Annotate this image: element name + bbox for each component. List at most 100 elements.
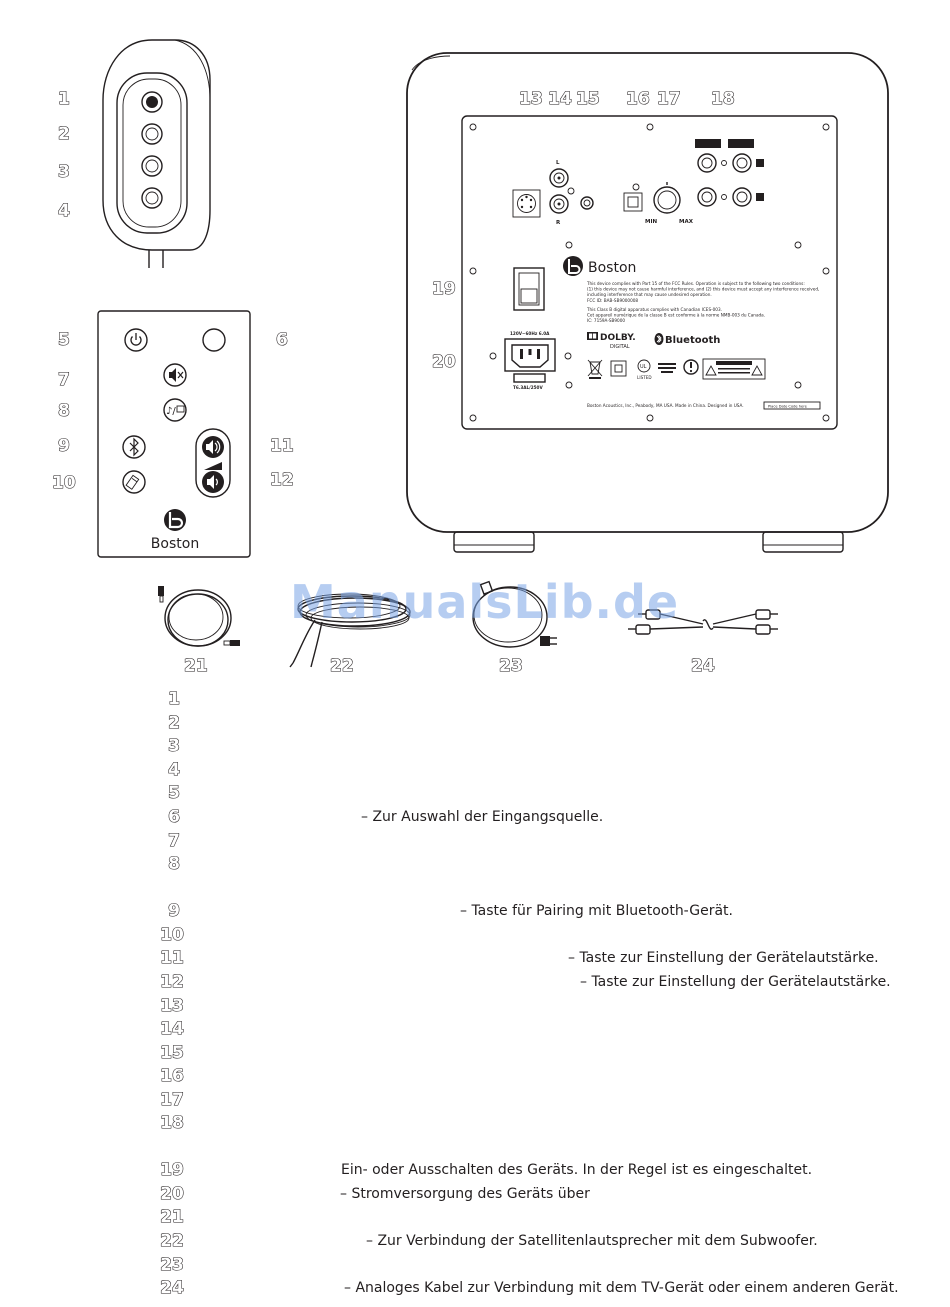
legend-description: – Stromversorgung des Geräts über — [340, 1186, 590, 1202]
callout-22: 22 — [330, 656, 354, 676]
dolby-digital-label: DIGITAL — [610, 344, 630, 350]
remote-brand: Boston — [151, 536, 199, 552]
subwoofer-rear: L R MIN MAX — [406, 52, 889, 553]
serial-label: Place Date Code here — [768, 405, 808, 409]
legend-number: 12 — [160, 971, 185, 992]
fcc-line: including interference that may cause un… — [587, 292, 712, 297]
bluetooth-icon — [129, 437, 139, 457]
svg-text:UL: UL — [640, 364, 647, 370]
mute-icon — [169, 368, 184, 382]
legend-number: 8 — [168, 853, 181, 874]
rca-cable — [628, 609, 778, 635]
callout-17: 17 — [657, 89, 681, 109]
legend-description: – Zur Auswahl der Eingangsquelle. — [361, 809, 604, 825]
callout-8: 8 — [58, 401, 70, 421]
callout-16: 16 — [626, 89, 650, 109]
input-r-label: R — [556, 220, 561, 226]
legend-number: 11 — [160, 947, 185, 968]
legend-number: 1 — [168, 688, 181, 709]
remote-learn-icon — [125, 474, 140, 490]
music-tv-mode-icon: ♪/ — [166, 405, 185, 417]
legend-number: 17 — [160, 1089, 185, 1110]
legend-number: 18 — [160, 1112, 185, 1133]
callout-11: 11 — [270, 436, 294, 456]
volume-up-icon — [206, 440, 221, 454]
double-insulation-icon — [610, 360, 627, 377]
legend-description: – Zur Verbindung der Satellitenlautsprec… — [366, 1233, 818, 1249]
legend-number: 9 — [168, 900, 181, 921]
weee-bin-icon — [587, 359, 603, 379]
ul-listed-icon: UL LISTED — [637, 359, 652, 380]
legend-description: – Analoges Kabel zur Verbindung mit dem … — [344, 1280, 899, 1296]
callout-10: 10 — [52, 473, 76, 493]
knob-min-label: MIN — [645, 219, 658, 225]
legend-number: 21 — [160, 1206, 185, 1227]
speaker-wire — [289, 593, 411, 668]
legend-description: Ein- oder Ausschalten des Geräts. In der… — [341, 1162, 813, 1178]
fcc-compliance-text: This device complies with Part 15 of the… — [586, 281, 819, 303]
callout-21: 21 — [184, 656, 208, 676]
legend-number: 23 — [160, 1254, 185, 1275]
callout-19: 19 — [432, 279, 456, 299]
callout-7: 7 — [58, 370, 70, 390]
callout-13: 13 — [519, 89, 543, 109]
legend-number: 10 — [160, 924, 185, 945]
legend-number: 13 — [160, 995, 185, 1016]
fcc-line: FCC ID: BAB-SB9000008 — [587, 298, 638, 303]
legend-number: 7 — [168, 830, 181, 851]
volume-ramp-icon — [204, 462, 222, 470]
made-in-text: Boston Acoustics, Inc., Peabody, MA USA.… — [587, 403, 744, 408]
legend-number: 15 — [160, 1042, 185, 1063]
volume-down-icon — [207, 475, 218, 489]
power-cord — [472, 580, 557, 648]
callout-9: 9 — [58, 436, 70, 456]
callout-20: 20 — [432, 352, 456, 372]
callout-18: 18 — [711, 89, 735, 109]
ic-line: This Class B digital apparatus complies … — [586, 307, 722, 312]
ic-line: IC: 7159A-SB9000 — [587, 318, 625, 323]
fcc-line: This device complies with Part 15 of the… — [586, 281, 805, 286]
svg-text:♪/: ♪/ — [166, 406, 176, 417]
ic-compliance-text: This Class B digital apparatus complies … — [586, 307, 765, 323]
svg-text:LISTED: LISTED — [637, 375, 652, 380]
dolby-label: DOLBY. — [600, 333, 636, 343]
caution-icon — [683, 359, 699, 375]
bluetooth-logo-icon — [654, 333, 664, 345]
legend-description: – Taste zur Einstellung der Gerätelautst… — [568, 950, 879, 966]
callout-3: 3 — [58, 162, 70, 182]
legend-description: – Taste zur Einstellung der Gerätelautst… — [580, 974, 891, 990]
callout-15: 15 — [576, 89, 600, 109]
callout-23: 23 — [499, 656, 523, 676]
input-l-label: L — [556, 160, 560, 166]
callout-14: 14 — [548, 89, 572, 109]
legend-number: 5 — [168, 782, 181, 803]
fcc-line: (1) this device may not cause harmful in… — [587, 287, 819, 292]
power-rating: 120V~60Hz 6.0A — [510, 331, 550, 336]
power-icon — [130, 333, 142, 346]
panel-boston-logo-icon — [563, 256, 583, 276]
legend-number: 14 — [160, 1018, 185, 1039]
ic-line: Cet appareil numérique de la classe B es… — [587, 313, 765, 318]
panel-brand: Boston — [588, 260, 636, 276]
legend-number: 20 — [160, 1183, 185, 1204]
legend-number: 19 — [160, 1159, 185, 1180]
legend-number: 2 — [168, 712, 181, 733]
legend-number: 24 — [160, 1277, 185, 1298]
watermark: ManualsLib.de — [290, 575, 679, 629]
callout-6: 6 — [276, 330, 288, 350]
approval-text-icon — [658, 363, 676, 373]
legend-number: 4 — [168, 759, 181, 780]
callout-5: 5 — [58, 330, 70, 350]
legend-number: 3 — [168, 735, 181, 756]
remote-control: ♪/ Boston — [97, 310, 251, 558]
optical-cable — [158, 586, 240, 647]
legend-number: 16 — [160, 1065, 185, 1086]
bluetooth-label: Bluetooth — [665, 335, 720, 346]
legend-number: 6 — [168, 806, 181, 827]
callout-24: 24 — [691, 656, 715, 676]
callout-4: 4 — [58, 201, 70, 221]
callout-12: 12 — [270, 470, 294, 490]
callout-1: 1 — [58, 89, 70, 109]
legend-number: 22 — [160, 1230, 185, 1251]
boston-logo-icon — [164, 509, 186, 531]
